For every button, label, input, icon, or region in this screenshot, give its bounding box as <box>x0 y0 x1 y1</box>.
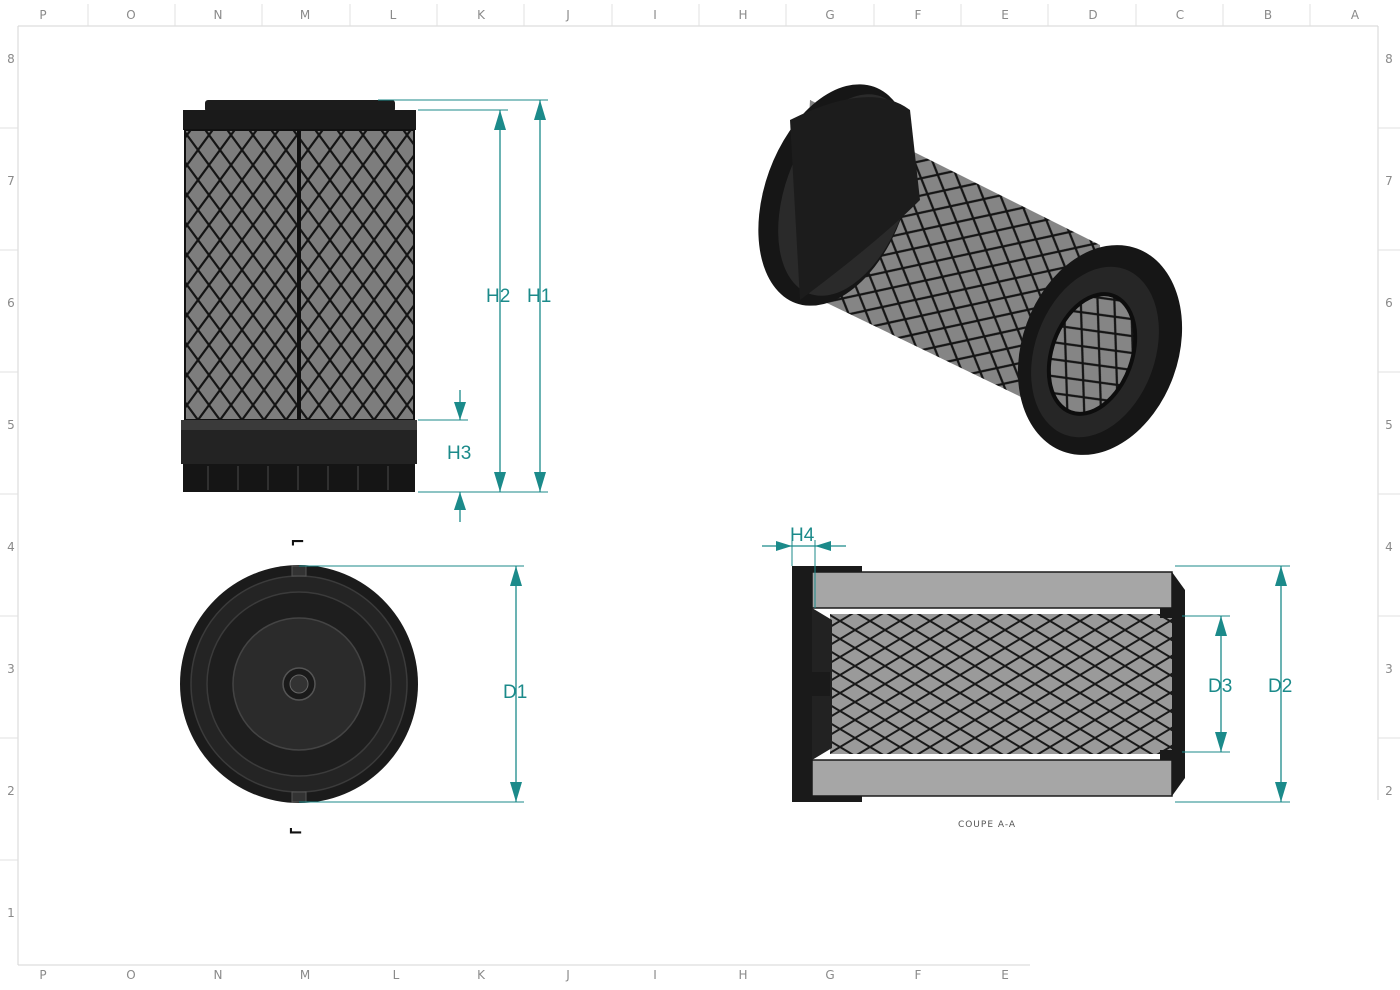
zone-labels-top: P O N M L K J I H G F E D C B A <box>39 8 1360 22</box>
drawing-frame <box>0 4 1400 966</box>
zone-label: 8 <box>1385 52 1393 66</box>
section-marker-bottom-icon: ⌙ <box>288 820 303 841</box>
dim-label-h1: H1 <box>527 286 551 307</box>
zone-label: N <box>214 968 223 982</box>
zone-label: J <box>565 8 570 22</box>
zone-label: O <box>126 968 135 982</box>
front-top-cap <box>183 110 416 130</box>
section-left-cap <box>792 566 812 802</box>
zone-label: F <box>915 968 922 982</box>
zone-label: P <box>39 968 46 982</box>
section-view: COUPE A-A <box>792 566 1185 830</box>
zone-label: H <box>738 8 747 22</box>
section-top-wall <box>811 571 1173 609</box>
front-top-cap-rim <box>205 100 395 112</box>
zone-label: M <box>300 8 310 22</box>
isometric-view <box>758 84 1183 455</box>
zone-label: C <box>1176 8 1184 22</box>
section-right-cap <box>1172 572 1185 796</box>
zone-label: D <box>1088 8 1097 22</box>
zone-label: 2 <box>7 784 15 798</box>
zone-label: 4 <box>1385 540 1393 554</box>
zone-label: N <box>214 8 223 22</box>
dim-label-d3: D3 <box>1208 676 1232 697</box>
zone-label: 2 <box>1385 784 1393 798</box>
zone-label: 5 <box>1385 418 1393 432</box>
zone-label: 3 <box>7 662 15 676</box>
zone-label: H <box>738 968 747 982</box>
zone-label: B <box>1264 8 1272 22</box>
dim-label-h2: H2 <box>486 286 510 307</box>
front-dimensions: H1 H2 H3 <box>378 99 551 522</box>
section-marker-top-icon: ⌐ <box>290 532 305 553</box>
zone-label: O <box>126 8 135 22</box>
zone-label: E <box>1001 968 1009 982</box>
zone-label: A <box>1351 8 1360 22</box>
zone-label: I <box>653 8 657 22</box>
front-view <box>181 100 417 492</box>
zone-label: 7 <box>1385 174 1393 188</box>
zone-label: G <box>825 8 834 22</box>
zone-label: 6 <box>1385 296 1393 310</box>
zone-label: J <box>565 968 570 982</box>
zone-label: F <box>915 8 922 22</box>
zone-label: L <box>393 968 400 982</box>
section-bottom-wall <box>811 759 1173 797</box>
zone-label: I <box>653 968 657 982</box>
zone-label: G <box>825 968 834 982</box>
zone-label: 3 <box>1385 662 1393 676</box>
zone-label: 6 <box>7 296 15 310</box>
dim-label-d2: D2 <box>1268 676 1292 697</box>
section-mesh <box>830 614 1175 754</box>
zone-label: 5 <box>7 418 15 432</box>
front-bottom-lugs <box>183 464 415 492</box>
zone-label: L <box>390 8 397 22</box>
zone-label: M <box>300 968 310 982</box>
dim-label-h4: H4 <box>790 525 815 546</box>
zone-labels-side: 8 7 6 5 4 3 2 1 8 7 6 5 4 3 2 <box>7 52 1393 920</box>
iso-inner-bore <box>1048 294 1136 414</box>
zone-label: 4 <box>7 540 15 554</box>
zone-label: 7 <box>7 174 15 188</box>
dim-label-d1: D1 <box>503 682 527 703</box>
zone-label: E <box>1001 8 1009 22</box>
section-dimensions: H4 D2 D3 <box>762 525 1292 803</box>
zone-label: 8 <box>7 52 15 66</box>
section-caption: COUPE A-A <box>958 820 1016 830</box>
zone-labels-bottom: P O N M L K J I H G F E <box>39 968 1008 982</box>
zone-label: K <box>477 968 486 982</box>
top-dimensions: D1 <box>299 565 527 803</box>
zone-label: 1 <box>7 906 15 920</box>
zone-label: K <box>477 8 486 22</box>
zone-label: P <box>39 8 46 22</box>
dim-label-h3: H3 <box>447 443 471 464</box>
top-view: ⌐ ⌙ <box>180 532 418 841</box>
